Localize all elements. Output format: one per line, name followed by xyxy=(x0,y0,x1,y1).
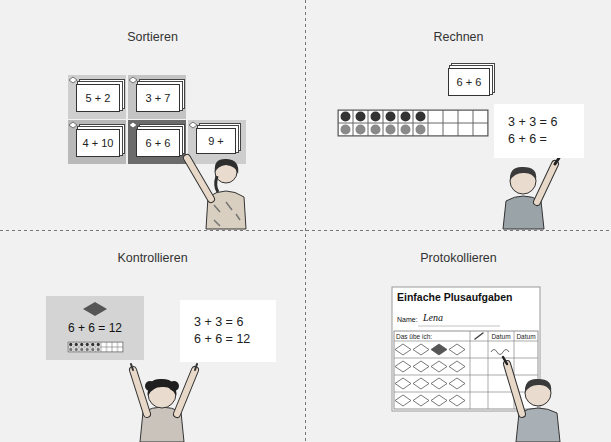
task-card: 4 + 10 xyxy=(76,129,120,157)
counter-dots xyxy=(71,348,99,351)
table-header: Datum xyxy=(514,331,538,341)
pointing-finger xyxy=(195,364,197,370)
task-diamond xyxy=(449,378,465,389)
node-text: Datum xyxy=(516,333,535,340)
node-text: 4 + 10 xyxy=(83,137,114,149)
task-panel: Kontrollieren6 + 6 = 123 + 3 = 66 + 6 = … xyxy=(0,231,305,442)
panel-title: Kontrollieren xyxy=(0,251,305,265)
node-text: 5 + 2 xyxy=(86,92,111,104)
child-arm xyxy=(187,158,211,199)
task-panel: Rechnen 6 + 6 3 + 3 = 66 + 6 = xyxy=(306,0,611,230)
diamond-icon xyxy=(83,302,107,316)
marker-pen xyxy=(555,158,559,164)
panel-title: Sortieren xyxy=(0,30,305,44)
task-diamond xyxy=(449,344,465,355)
task-diamond xyxy=(413,395,429,406)
node-text: Einfache Plusaufgaben xyxy=(397,291,513,304)
handwriting-scribble xyxy=(491,350,509,355)
node-text: 6 + 6 = 12 xyxy=(46,321,144,335)
control-card xyxy=(46,296,144,360)
sorting-tile xyxy=(128,75,186,119)
answer-sheet: 3 + 3 = 66 + 6 = 12 xyxy=(180,300,276,362)
ten-frame xyxy=(68,342,123,352)
sorting-tile xyxy=(68,75,126,119)
task-card: 5 + 2 xyxy=(76,84,120,112)
task-diamond xyxy=(395,395,411,406)
pencil-icon xyxy=(475,333,483,339)
panel-title: Rechnen xyxy=(306,30,611,44)
whiteboard: 3 + 3 = 66 + 6 = xyxy=(494,104,584,158)
task-diamond xyxy=(431,378,447,389)
node-text: 3 + 3 = 6 xyxy=(194,314,243,331)
child-arm xyxy=(133,370,147,414)
divider-line xyxy=(0,230,611,231)
task-diamond xyxy=(395,361,411,372)
pointing-finger xyxy=(131,364,133,370)
counter-dots xyxy=(346,112,422,122)
task-card: 9 + xyxy=(196,128,236,154)
task-card: 3 + 7 xyxy=(136,84,180,112)
child-arm xyxy=(187,158,211,199)
sorting-tile xyxy=(128,120,186,164)
node-text: Name: xyxy=(397,316,418,324)
control-card: 6 + 6 = 12 xyxy=(46,296,144,360)
child-hair xyxy=(145,381,155,391)
diamond-icon xyxy=(69,77,77,83)
task-card: 6 + 6 xyxy=(136,129,180,157)
task-diamond xyxy=(395,378,411,389)
panel-title: Protokollieren xyxy=(306,251,611,265)
pencil xyxy=(503,357,507,364)
child-arm xyxy=(507,364,522,414)
node-text: 9 + xyxy=(208,135,224,147)
task-diamond xyxy=(395,344,411,355)
node-text: 6 + 6 xyxy=(146,137,171,149)
task-card: 6 + 6 xyxy=(448,68,490,96)
node-text: Datum xyxy=(491,333,510,340)
diamond-icon xyxy=(129,122,137,128)
task-diamond xyxy=(449,361,465,372)
node-text: Lena xyxy=(423,312,443,324)
task-diamond xyxy=(431,395,447,406)
ten-frame xyxy=(338,110,488,136)
child-hair xyxy=(215,159,239,174)
child-arm xyxy=(507,364,522,414)
diamond-icon xyxy=(69,122,77,128)
node-text: Das übe ich: xyxy=(396,333,432,340)
diamond-icon xyxy=(129,77,137,83)
child-hair xyxy=(510,167,536,181)
node-text: 6 + 6 = 12 xyxy=(194,331,250,348)
child-hair xyxy=(525,379,551,393)
table-header: Datum xyxy=(488,331,514,341)
sorting-tile xyxy=(188,120,246,164)
task-diamond xyxy=(431,361,447,372)
child-arm xyxy=(177,370,195,414)
task-panel: Sortieren 5 + 2 3 + 7 4 + 10 6 + 6 9 + xyxy=(0,0,305,230)
shirt-pattern xyxy=(214,202,240,226)
task-diamond xyxy=(413,378,429,389)
child-hair xyxy=(169,381,179,391)
child-arm xyxy=(133,370,147,414)
task-diamond xyxy=(413,361,429,372)
node-text: 3 + 3 = 6 xyxy=(508,114,557,131)
child-arm xyxy=(177,370,195,414)
divider-line xyxy=(305,0,306,442)
task-panel: ProtokollierenEinfache PlusaufgabenName:… xyxy=(306,231,611,442)
node-text: 3 + 7 xyxy=(146,92,171,104)
child-hair xyxy=(216,176,218,192)
task-diamond xyxy=(413,344,429,355)
node-text: 6 + 6 xyxy=(457,76,482,88)
record-sheet: Einfache PlusaufgabenName: LenaDas übe ic… xyxy=(392,287,540,411)
child-arm xyxy=(537,164,555,202)
name-line xyxy=(418,326,500,327)
counter-dots xyxy=(346,125,422,135)
sorting-tile xyxy=(68,120,126,164)
counter-dots xyxy=(71,343,99,346)
node-text: 6 + 6 = xyxy=(508,131,547,148)
task-diamond xyxy=(449,395,465,406)
child-arm xyxy=(537,164,555,202)
task-diamond xyxy=(431,344,447,355)
table-header: Das übe ich: xyxy=(394,331,470,341)
